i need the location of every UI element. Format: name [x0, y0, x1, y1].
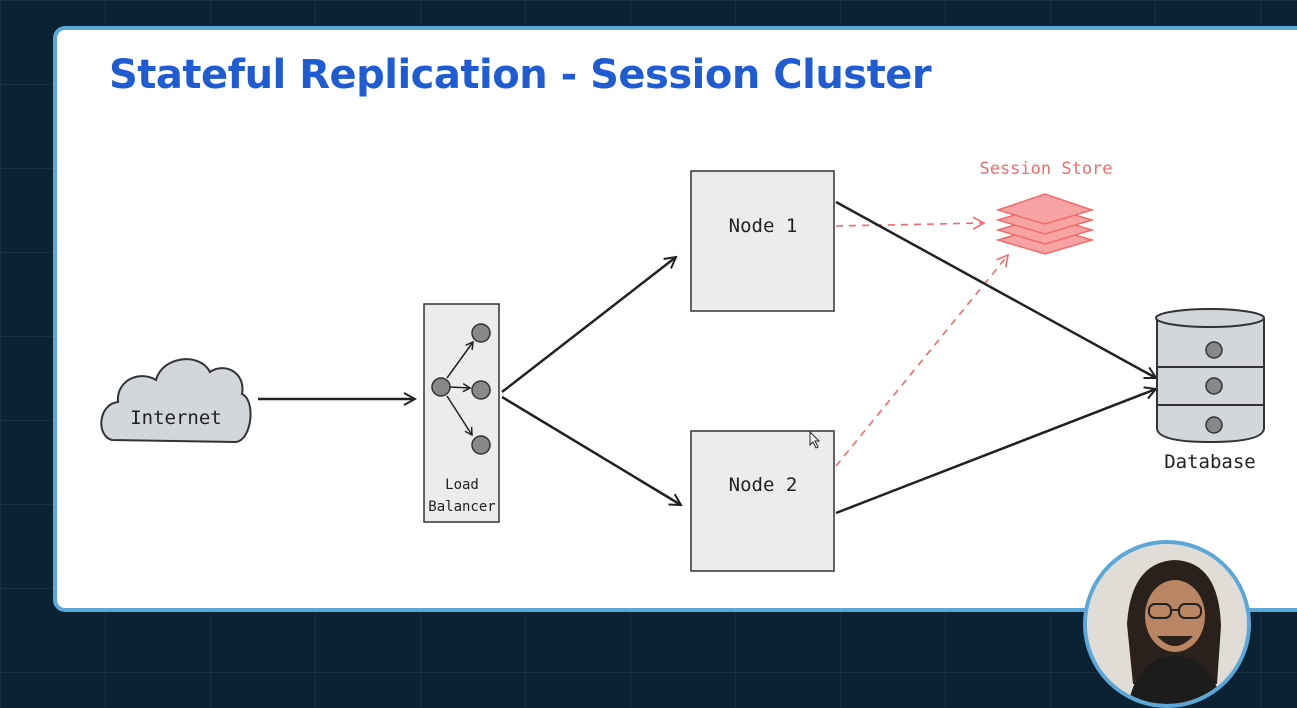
- session-store-layers-icon: [995, 193, 1095, 255]
- database-label: Database: [1164, 451, 1256, 473]
- node2-label: Node 2: [729, 474, 798, 496]
- lb-to-node2-arrow: [501, 395, 681, 505]
- slide-title: Stateful Replication - Session Cluster: [109, 52, 932, 98]
- architecture-diagram: Internet Load Balancer Node 1 Node 2 Ses…: [100, 159, 1265, 572]
- presenter-webcam: [1083, 540, 1251, 708]
- node1-to-database-arrow: [835, 200, 1156, 380]
- node2-to-session-store-arrow: [835, 253, 1010, 467]
- internet-label: Internet: [130, 407, 222, 429]
- load-balancer-icon: [431, 323, 491, 455]
- presenter-avatar: [1087, 544, 1247, 704]
- node2-to-database-arrow: [835, 389, 1156, 515]
- mouse-cursor-icon: [809, 430, 821, 449]
- internet-cloud-icon: [100, 358, 252, 444]
- node1-to-session-store-arrow: [835, 216, 986, 230]
- node2-box: [690, 430, 835, 572]
- session-store-label: Session Store: [979, 159, 1112, 179]
- lb-to-node1-arrow: [501, 257, 676, 393]
- node1-label: Node 1: [729, 215, 798, 237]
- slide-frame: Stateful Replication - Session Cluster: [53, 26, 1297, 612]
- load-balancer-label-line2: Balancer: [428, 499, 495, 515]
- database-icon: [1155, 308, 1265, 444]
- node1-box: [690, 170, 835, 312]
- load-balancer-label-line1: Load: [445, 477, 479, 493]
